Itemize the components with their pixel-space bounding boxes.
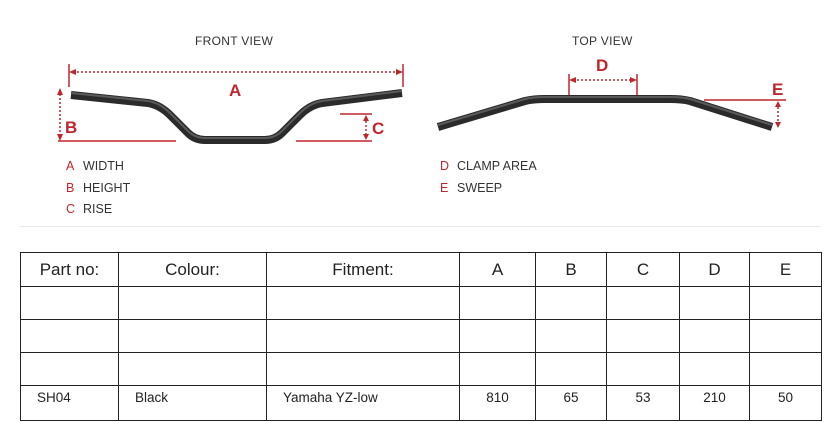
legend-item-height: B HEIGHT xyxy=(66,178,130,200)
table-header-row: Part no: Colour: Fitment: A B C D E xyxy=(20,252,822,287)
table-row-empty xyxy=(20,352,822,386)
cell-c: 53 xyxy=(606,385,680,421)
cell-part-no: SH04 xyxy=(20,385,119,421)
legend-label: CLAMP AREA xyxy=(457,159,537,173)
table-row: SH04 Black Yamaha YZ-low 810 65 53 210 5… xyxy=(20,385,822,421)
cell-b: 65 xyxy=(535,385,607,421)
top-view-title: TOP VIEW xyxy=(572,34,633,48)
header-part-no: Part no: xyxy=(20,252,119,287)
cell-colour: Black xyxy=(118,385,267,421)
cell-fitment: Yamaha YZ-low xyxy=(266,385,460,421)
table-row-empty xyxy=(20,286,822,320)
dimension-a xyxy=(68,64,404,87)
legend-key: D xyxy=(440,159,450,173)
legend-item-clamp-area: D CLAMP AREA xyxy=(440,156,537,178)
legend-key: B xyxy=(66,180,75,195)
header-c: C xyxy=(606,252,680,287)
top-view-handlebar xyxy=(436,95,774,131)
cell-a: 810 xyxy=(459,385,536,421)
legend-item-width: A WIDTH xyxy=(66,156,130,178)
dimension-b xyxy=(57,88,176,142)
legend-label: WIDTH xyxy=(83,159,124,173)
dimension-a-label: A xyxy=(229,81,241,100)
dimension-e xyxy=(704,99,786,128)
legend-item-rise: C RISE xyxy=(66,199,130,221)
header-colour: Colour: xyxy=(118,252,267,287)
dimension-c-label: C xyxy=(372,119,384,138)
legend-key: C xyxy=(66,202,76,216)
legend-item-sweep: E SWEEP xyxy=(440,178,537,200)
legend-label: SWEEP xyxy=(457,180,503,195)
legend-label: RISE xyxy=(83,202,113,216)
legend-key: E xyxy=(440,180,449,195)
header-d: D xyxy=(679,252,750,287)
legend-key: A xyxy=(66,159,75,173)
dimension-b-label: B xyxy=(65,118,77,137)
section-divider xyxy=(20,226,820,227)
header-a: A xyxy=(459,252,536,287)
header-e: E xyxy=(749,252,822,287)
handlebar-diagram: A B C D E xyxy=(57,56,786,144)
header-b: B xyxy=(535,252,607,287)
front-view-handlebar xyxy=(70,89,403,144)
legend-front: A WIDTH B HEIGHT C RISE xyxy=(66,156,130,221)
dimension-c xyxy=(296,113,372,142)
spec-table: Part no: Colour: Fitment: A B C D E SH04… xyxy=(20,252,822,421)
legend-top: D CLAMP AREA E SWEEP xyxy=(440,156,537,199)
dimension-e-label: E xyxy=(772,80,783,99)
header-fitment: Fitment: xyxy=(266,252,460,287)
dimension-d-label: D xyxy=(596,56,608,75)
cell-d: 210 xyxy=(679,385,750,421)
cell-e: 50 xyxy=(749,385,822,421)
dimension-d xyxy=(568,74,638,95)
table-row-empty xyxy=(20,319,822,353)
legend-label: HEIGHT xyxy=(83,180,131,195)
front-view-title: FRONT VIEW xyxy=(195,34,274,48)
